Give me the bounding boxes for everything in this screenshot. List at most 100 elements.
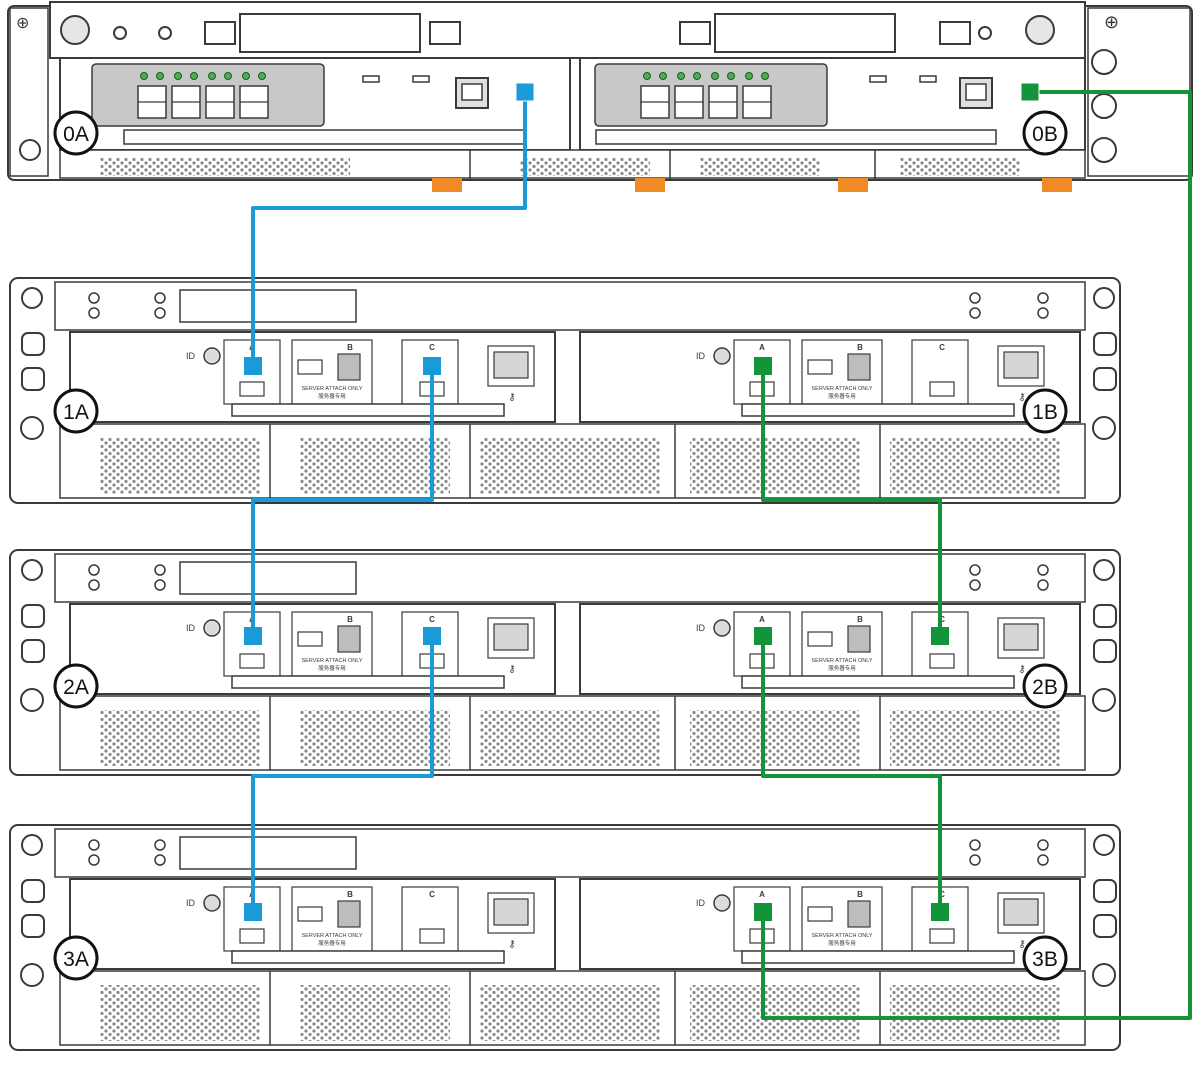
server-attach-only-text: SERVER ATTACH ONLY (301, 658, 362, 664)
orange-latch[interactable] (838, 178, 868, 192)
connector-0a (515, 82, 535, 102)
iom-handle[interactable] (231, 675, 505, 689)
server-attach-only-cn-text: 服务器专用 (318, 939, 346, 947)
fan-grille (690, 710, 860, 766)
id-button[interactable] (203, 619, 221, 637)
cable-0a-to-1a (251, 92, 527, 358)
id-label: ID (696, 351, 706, 361)
port-b-jack[interactable] (847, 900, 871, 928)
label-2b: 2B (1022, 663, 1068, 709)
id-button[interactable] (713, 894, 731, 912)
iom-handle[interactable] (741, 950, 1015, 964)
rj45-port[interactable] (1003, 623, 1039, 651)
status-led (140, 72, 148, 80)
fan-grille (300, 710, 450, 766)
fan-grille (100, 710, 260, 766)
rj45-port[interactable] (493, 898, 529, 926)
rj45-port[interactable] (1003, 351, 1039, 379)
port-b-jack[interactable] (337, 900, 361, 928)
port-b-label: B (857, 615, 863, 624)
server-attach-only-cn-text: 服务器专用 (828, 939, 856, 947)
controller-shelf: ⊕ ⊕ (7, 1, 1193, 192)
cable-2c-to-3a (251, 638, 434, 912)
fan-grille (300, 438, 450, 494)
id-label: ID (186, 898, 196, 908)
fan-grille (100, 985, 260, 1041)
connector-3b-port-a (754, 903, 772, 921)
port-b-label: B (347, 343, 353, 352)
port-b-label: B (347, 615, 353, 624)
fan-grille (690, 438, 860, 494)
connector-0b (1020, 82, 1040, 102)
fan-grille (480, 710, 660, 766)
port-c-jack[interactable] (929, 928, 955, 944)
port-b-label: B (857, 343, 863, 352)
connector-1b-port-a (754, 357, 772, 375)
port-c-label: C (939, 343, 945, 352)
id-button[interactable] (713, 347, 731, 365)
iom-handle[interactable] (231, 403, 505, 417)
port-b-jack[interactable] (847, 353, 871, 381)
port-c-jack[interactable] (929, 653, 955, 669)
port-c-jack[interactable] (419, 928, 445, 944)
server-attach-only-text: SERVER ATTACH ONLY (301, 386, 362, 392)
port-c-label: C (939, 615, 945, 624)
connector-2a-port-c (423, 627, 441, 645)
server-attach-only-cn-text: 服务器专用 (828, 664, 856, 672)
port-b-jack[interactable] (337, 625, 361, 653)
id-label: ID (696, 623, 706, 633)
port-a-jack[interactable] (239, 653, 265, 669)
label-1b: 1B (1022, 388, 1068, 434)
port-b-label: B (347, 890, 353, 899)
cable-2a-to-3c (761, 638, 942, 912)
id-button[interactable] (203, 894, 221, 912)
port-b-jack[interactable] (337, 353, 361, 381)
iom-handle[interactable] (741, 675, 1015, 689)
fan-grille (690, 985, 860, 1041)
port-a-label: A (759, 615, 765, 624)
status-led (761, 72, 769, 80)
label-0b-text: 0B (1032, 123, 1058, 146)
port-b-jack[interactable] (847, 625, 871, 653)
orange-latch[interactable] (1042, 178, 1072, 192)
rj45-port[interactable] (493, 351, 529, 379)
iom-handle[interactable] (231, 950, 505, 964)
fan-grille (480, 985, 660, 1041)
port-b-label: B (857, 890, 863, 899)
port-a-label: A (759, 343, 765, 352)
fan-grille (100, 438, 260, 494)
status-led (190, 72, 198, 80)
server-attach-only-text: SERVER ATTACH ONLY (811, 386, 872, 392)
orange-latch[interactable] (432, 178, 462, 192)
fan-grille (480, 438, 660, 494)
port-a-jack[interactable] (239, 381, 265, 397)
connector-2b-port-c (931, 627, 949, 645)
server-attach-only-text: SERVER ATTACH ONLY (811, 933, 872, 939)
connector-1a-port-c (423, 357, 441, 375)
network-icon: ⚷ (1018, 664, 1025, 675)
port-a-jack[interactable] (239, 928, 265, 944)
status-led (258, 72, 266, 80)
iom-handle[interactable] (741, 403, 1015, 417)
port-c-label: C (429, 343, 435, 352)
rj45-port[interactable] (493, 623, 529, 651)
rj45-port[interactable] (1003, 898, 1039, 926)
id-button[interactable] (713, 619, 731, 637)
connector-3b-port-c (931, 903, 949, 921)
id-button[interactable] (203, 347, 221, 365)
status-led (677, 72, 685, 80)
port-c-jack[interactable] (929, 381, 955, 397)
server-attach-only-cn-text: 服务器专用 (318, 664, 346, 672)
status-led (693, 72, 701, 80)
orange-latch[interactable] (635, 178, 665, 192)
status-led (224, 72, 232, 80)
label-3b-text: 3B (1032, 948, 1058, 971)
port-a-label: A (759, 890, 765, 899)
label-3a: 3A (53, 935, 99, 981)
fan-grille (890, 710, 1060, 766)
fan-grille (890, 438, 1060, 494)
port-c-label: C (429, 615, 435, 624)
